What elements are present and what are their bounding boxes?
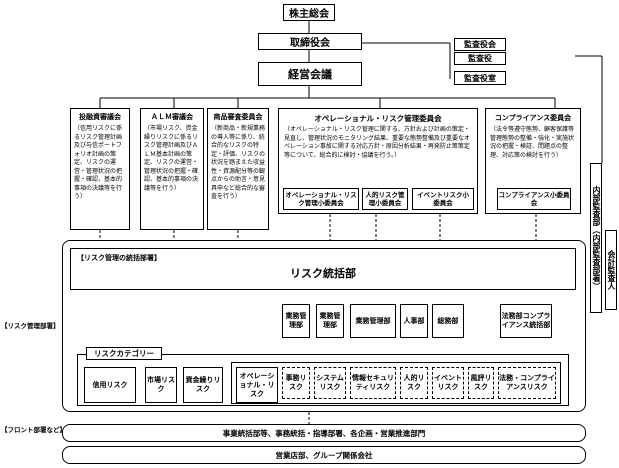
front-box-2: 営業店部、グループ関係会社 (62, 446, 586, 464)
department-label: 業務管理部 (355, 316, 391, 325)
product-review-committee-box: 商品審査委員会 （新商品・新規業務の導入等に係り、統合的なリスクの特定・評価、リ… (207, 108, 269, 230)
sub-risk-label: 人的リスク (403, 374, 425, 391)
operational-risk-label: オペレーショナル・リスク (239, 371, 275, 398)
human-risk-subcommittee-label: 人的リスク管理小委員会 (365, 191, 405, 207)
info-security-risk-box: 情報セキュリティリスク (350, 367, 396, 399)
internal-audit-label: 内部監査部（内部監査部署） (592, 186, 601, 290)
sub-risk-label: イベントリスク (434, 374, 462, 391)
operational-risk-box: オペレーショナル・リスク (236, 367, 278, 403)
department-label: 総務部 (437, 316, 459, 325)
market-risk-box: 市場リスク (145, 367, 177, 403)
department-label: 法務部コンプライアンス統括部 (501, 312, 551, 329)
department-hr: 人事部 (400, 304, 428, 338)
compliance-committee-desc: （法令等遵守態勢、顧客保護等管理態勢の整備・強化・実施状況の把握・検証、問題点の… (490, 126, 575, 159)
auditors-board-box: 監査役会 (454, 38, 506, 51)
risk-category-label: リスクカテゴリー (86, 347, 162, 360)
accounting-auditor-box: 会計監査人 (605, 230, 617, 310)
sub-risk-label: 事務リスク (285, 374, 307, 391)
sub-risk-label: 法務・コンプライアンスリスク (499, 374, 555, 391)
credit-risk-label: 信用リスク (92, 380, 128, 389)
department-label: 業務管理部 (285, 312, 307, 329)
investment-committee-title: 投融資審議会 (79, 113, 121, 121)
liquidity-risk-label: 資金繰りリスク (185, 376, 221, 393)
investment-committee-box: 投融資審議会 （信用リスクに係るリスク管理計画及び与信ポートフォリオ計画の策定、… (70, 108, 130, 230)
market-risk-label: 市場リスク (147, 376, 175, 393)
shareholders-meeting-box: 株主総会 (283, 4, 335, 21)
liquidity-risk-box: 資金繰りリスク (183, 367, 223, 403)
operational-subcommittee-box: オペレーショナル・リスク管理小委員会 (283, 188, 359, 210)
management-meeting-box: 経営会議 (258, 62, 362, 86)
event-risk-subcommittee-label: イベントリスク小委員会 (417, 191, 469, 207)
auditor-box: 監査役 (454, 52, 506, 65)
risk-dept-label: 【リスク管理部署】 (1, 322, 60, 330)
internal-audit-box: 内部監査部（内部監査部署） (590, 163, 602, 313)
department-business-2: 業務管理部 (316, 304, 344, 338)
reputation-risk-box: 風評リスク (468, 367, 494, 399)
legal-compliance-risk-box: 法務・コンプライアンスリスク (498, 367, 556, 399)
alm-committee-desc: （市場リスク、資金繰りリスクに係るリスク管理計画及びＡＬＭ基本計画の策定、リスク… (144, 125, 199, 192)
event-risk-subcommittee-box: イベントリスク小委員会 (412, 188, 474, 210)
department-legal-compliance: 法務部コンプライアンス統括部 (500, 304, 552, 338)
sub-risk-label: システムリスク (316, 374, 344, 391)
risk-hq-title: リスク統括部 (290, 267, 356, 280)
accounting-auditor-label: 会計監査人 (607, 250, 616, 290)
front-box-1: 事業統括部等、事務統括・指導部署、各企画・営業推進部門 (62, 424, 586, 442)
supervisory-label: 【リスク管理の統括部署】 (77, 254, 161, 262)
product-review-committee-desc: （新商品・新規業務の導入等に係り、統合的なリスクの特定・評価、リスクの状況を踏ま… (211, 125, 266, 200)
credit-risk-box: 信用リスク (84, 367, 136, 403)
compliance-committee-title: コンプライアンス委員会 (494, 114, 572, 122)
department-label: 業務管理部 (319, 312, 341, 329)
risk-hq-box: 【リスク管理の統括部署】 リスク統括部 (70, 248, 576, 290)
product-review-committee-title: 商品審査委員会 (213, 113, 263, 121)
auditor-office-box: 監査役室 (454, 71, 506, 85)
investment-committee-desc: （信用リスクに係るリスク管理計画及び与信ポートフォリオ計画の策定、リスクの運営・… (74, 125, 123, 200)
human-risk-subcommittee-box: 人的リスク管理小委員会 (362, 188, 408, 210)
sub-risk-label: 風評リスク (470, 374, 492, 391)
human-risk-box: 人的リスク (400, 367, 428, 399)
system-risk-box: システムリスク (314, 367, 346, 399)
department-label: 人事部 (403, 316, 425, 325)
board-box: 取締役会 (258, 33, 362, 50)
department-general-affairs: 総務部 (432, 304, 464, 338)
operational-subcommittee-label: オペレーショナル・リスク管理小委員会 (285, 191, 357, 207)
compliance-subcommittee-label: コンプライアンス小委員会 (498, 191, 570, 207)
sub-risk-label: 情報セキュリティリスク (352, 374, 394, 391)
department-business-3: 業務管理部 (350, 304, 396, 338)
department-business-1: 業務管理部 (282, 304, 310, 338)
front-label: 【フロント部署など】 (1, 426, 66, 434)
alm-committee-title: ＡＬＭ審議会 (151, 113, 193, 121)
alm-committee-box: ＡＬＭ審議会 （市場リスク、資金繰りリスクに係るリスク管理計画及びＡＬＭ基本計画… (140, 108, 204, 230)
operational-risk-committee-desc: （オペレーショナル・リスク管理に関する、方針および計画の策定・見直し、管理状況の… (284, 126, 471, 159)
admin-risk-box: 事務リスク (282, 367, 310, 399)
compliance-subcommittee-box: コンプライアンス小委員会 (497, 188, 571, 210)
operational-risk-committee-title: オペレーショナル・リスク管理委員会 (314, 113, 442, 123)
event-risk-box: イベントリスク (432, 367, 464, 399)
